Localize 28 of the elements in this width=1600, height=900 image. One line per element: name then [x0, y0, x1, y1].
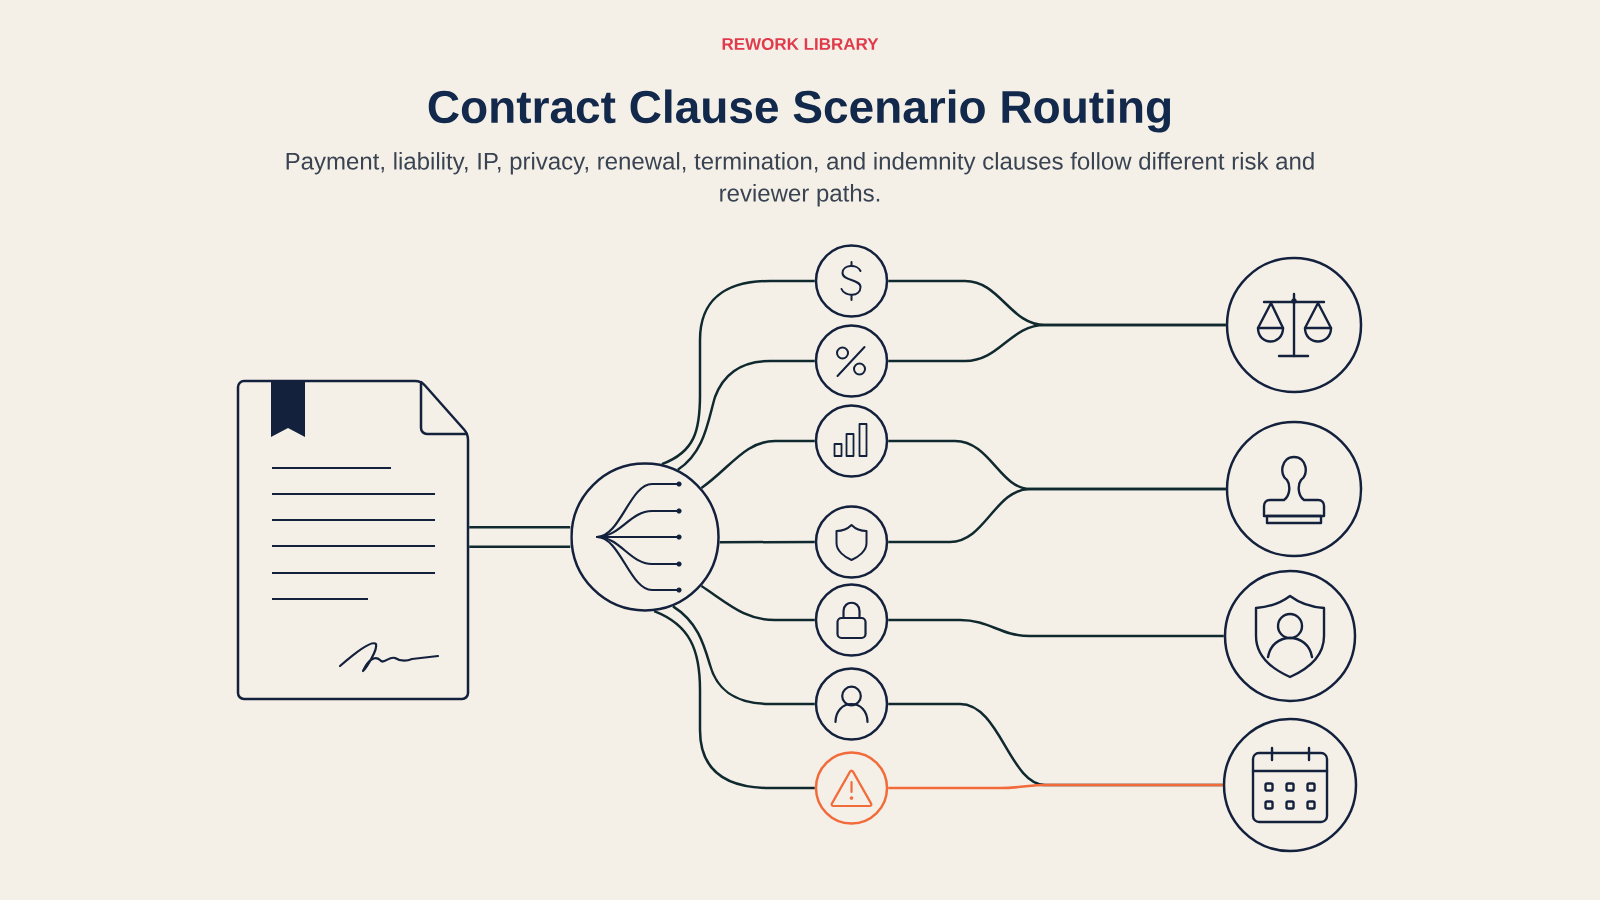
subtitle: Payment, liability, IP, privacy, renewal, termination, and indemnity clauses follow different risk and reviewer paths. [286, 152, 1314, 207]
connector-line [700, 439, 815, 489]
icon-circle [814, 404, 889, 478]
connector-line [719, 540, 815, 544]
icon-circle [814, 667, 889, 741]
icon-circle [814, 583, 889, 657]
connector-line [888, 487, 1226, 544]
icon-circle [814, 751, 889, 825]
connector-line [677, 359, 815, 471]
icon-circle [814, 505, 889, 579]
icon-circle [1225, 420, 1363, 558]
connector-line [888, 618, 1224, 638]
connector-line [888, 783, 1223, 790]
icon-circle [814, 324, 889, 398]
document-drawing [236, 379, 470, 701]
connector-line [700, 585, 815, 622]
connector-line [661, 279, 815, 466]
connector-line [672, 605, 815, 706]
connector-line [888, 323, 1226, 363]
connector-line [653, 610, 815, 790]
hub-circle [570, 462, 720, 612]
double-line-connector [469, 526, 571, 548]
section-label: REWORK LIBRARY [722, 38, 879, 50]
icon-circle [1225, 256, 1363, 394]
icon-circle [814, 244, 889, 318]
title: Contract Clause Scenario Routing [428, 89, 1171, 133]
icon-circle [1223, 569, 1357, 703]
icon-circle [1222, 717, 1358, 853]
